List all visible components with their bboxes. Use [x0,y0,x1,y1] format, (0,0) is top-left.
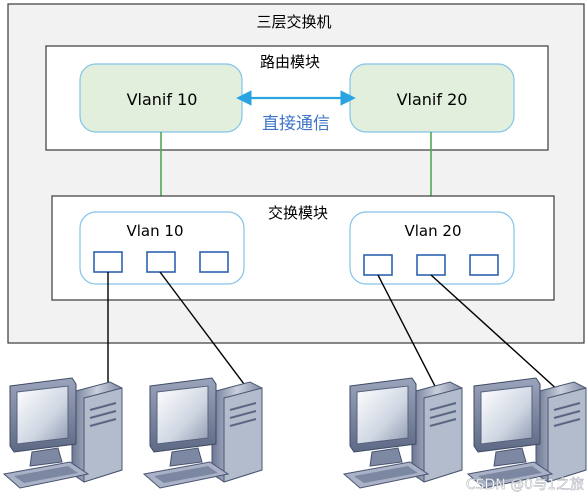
computer-icon [343,377,463,489]
vlan-20-label: Vlan 20 [405,222,462,240]
vlan-10-label: Vlan 10 [127,222,184,240]
vlan-20-ports [363,254,499,276]
port [469,254,499,276]
port [363,254,393,276]
port [416,254,446,276]
routing-module-title: 路由模块 [260,53,320,71]
switch-title: 三层交换机 [256,13,331,31]
cable-pc2 [159,271,251,393]
computer-icon [3,377,123,489]
computer-icon [143,377,263,489]
vlan-10-ports [93,251,229,273]
cable-pc3 [377,274,439,393]
port [146,251,176,273]
port [93,251,123,273]
vlanif-10-label: Vlanif 10 [127,90,198,109]
switching-module-title: 交换模块 [268,204,328,222]
watermark: CSDN @0与1之旅 [466,477,584,493]
direct-comm-label: 直接通信 [262,114,330,134]
cable-pc4 [430,274,561,393]
vlanif-20-label: Vlanif 20 [397,90,468,109]
port [199,251,229,273]
computer-icon [467,377,587,489]
